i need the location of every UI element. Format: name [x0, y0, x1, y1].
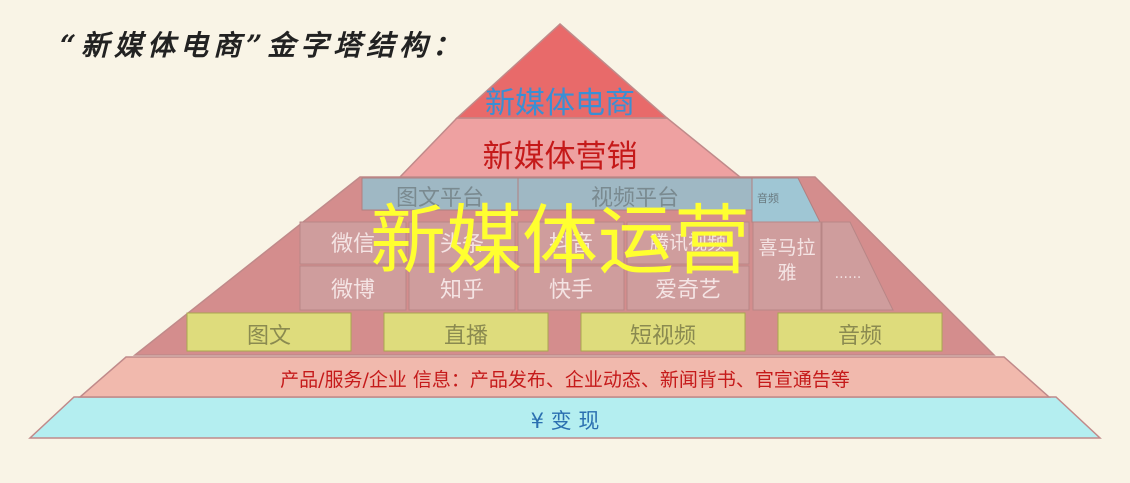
channel-wechat: 微信 — [330, 232, 375, 257]
apex-layer — [455, 22, 669, 119]
tile-more — [821, 221, 894, 311]
format-tag-1 — [186, 312, 352, 352]
tile-kuaishou — [517, 265, 625, 311]
tile-toutiao — [408, 221, 516, 265]
platform-image-text-label: 图文平台 — [395, 186, 484, 211]
tile-iqiyi — [626, 265, 750, 311]
channel-tencent-video: 腾讯视频 — [649, 232, 726, 254]
info-layer — [77, 356, 1051, 398]
channel-iqiyi: 爱奇艺 — [654, 278, 721, 303]
platform-bar-video — [517, 177, 753, 211]
channel-ximalaya: 喜马拉雅 — [758, 237, 816, 284]
diagram-title: “新媒体电商”金字塔结构： — [60, 29, 466, 62]
tile-wechat — [299, 221, 407, 265]
marketing-label: 新媒体营销 — [482, 139, 638, 175]
format-tag-3 — [580, 312, 746, 352]
format-tag-4 — [777, 312, 943, 352]
tile-ximalaya — [752, 221, 822, 311]
tile-weibo — [299, 265, 407, 311]
info-label: 产品/服务/企业 信息：产品发布、企业动态、新闻背书、官宣通告等 — [280, 369, 850, 391]
operation-label: 新媒体运营 — [370, 196, 750, 285]
channel-douyin: 抖音 — [548, 232, 593, 257]
channel-weibo: 微博 — [330, 278, 375, 303]
format-label-3: 短视频 — [629, 324, 696, 349]
channel-zhihu: 知乎 — [439, 278, 484, 303]
tile-zhihu — [408, 265, 516, 311]
channel-more: ...... — [834, 266, 862, 282]
channel-toutiao: 头条 — [439, 232, 484, 257]
platform-bar-image-text — [361, 177, 519, 211]
platform-audio-label: 音频 — [757, 192, 779, 205]
channel-kuaishou: 快手 — [548, 278, 593, 303]
tile-douyin — [517, 221, 625, 265]
apex-label: 新媒体电商 — [485, 86, 635, 121]
monetize-label: ¥ 变 现 — [530, 409, 600, 433]
format-tag-2 — [383, 312, 549, 352]
format-label-2: 直播 — [443, 324, 488, 349]
format-label-1: 图文 — [246, 324, 291, 349]
tile-tencent-video — [626, 221, 750, 265]
format-label-4: 音频 — [837, 324, 882, 349]
platform-video-label: 视频平台 — [590, 186, 679, 211]
